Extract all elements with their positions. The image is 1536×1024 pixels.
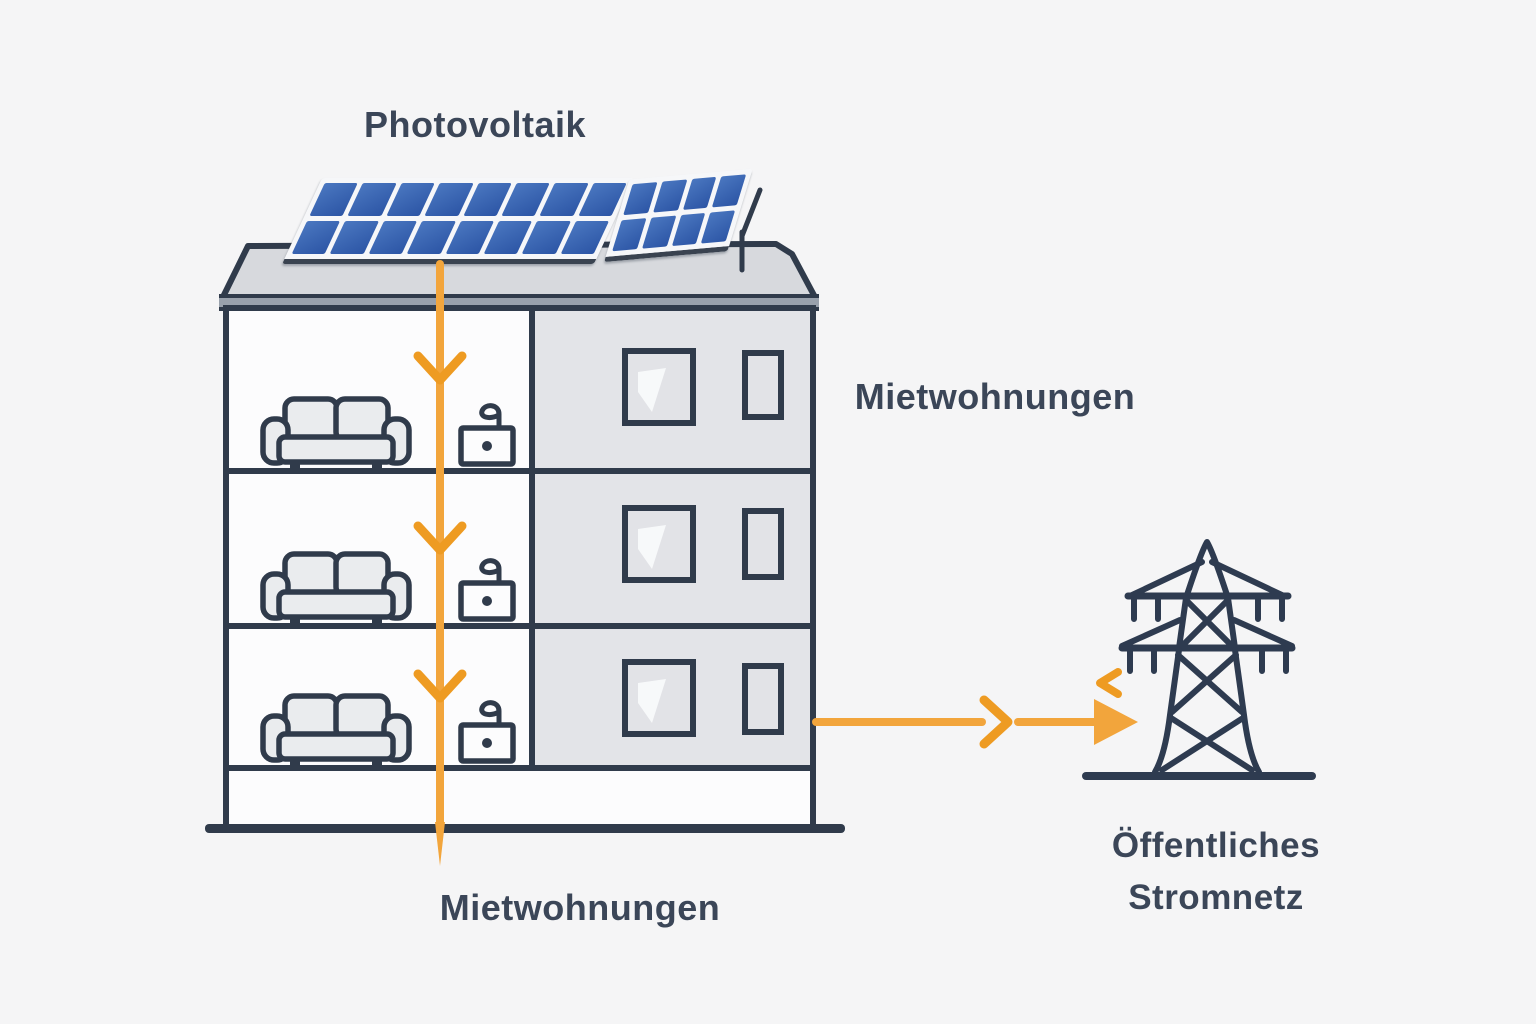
window-narrow [742,508,784,580]
sofa-icon [263,399,409,469]
flow-arrow-right [812,668,1138,749]
electric-meter-icon [461,406,513,464]
window-narrow [742,663,784,735]
window-narrow [742,350,784,420]
floor-divider [229,468,810,474]
floor-divider [229,765,810,771]
electric-meter-icon [461,561,513,619]
label-mietwohnungen-right: Mietwohnungen [854,376,1136,417]
building-ground-line [205,824,845,833]
panel-support-strut [739,187,763,273]
flow-arrow-down [413,260,467,866]
label-mietwohnungen-bottom: Mietwohnungen [439,887,721,928]
window-large [622,348,696,426]
label-public-grid: Öffentliches Stromnetz [1066,820,1366,924]
label-public-grid-line2: Stromnetz [1128,878,1304,917]
grid-import-chevron [1096,668,1122,698]
sofa-icon [263,696,409,766]
sofa-icon [263,554,409,624]
floor-divider [229,623,810,629]
electric-meter-icon [461,703,513,761]
window-large [622,505,696,583]
power-pylon-icon [1082,539,1316,780]
apartment-building [223,305,816,833]
label-public-grid-line1: Öffentliches [1111,826,1321,865]
label-photovoltaik: Photovoltaik [363,104,587,145]
window-large [622,659,696,737]
